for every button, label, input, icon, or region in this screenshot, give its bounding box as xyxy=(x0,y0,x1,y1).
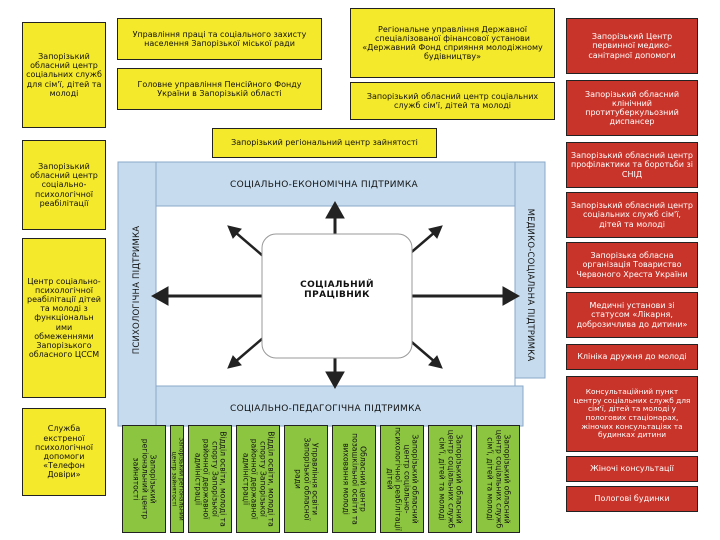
label-medico-social: МЕДИКО-СОЦІАЛЬНА ПІДТРИМКА xyxy=(525,208,535,362)
arrow-diag-tr-icon xyxy=(428,225,443,239)
left-box-2: Запорізький обласний центр соціально-пси… xyxy=(22,140,106,230)
right-box-10: Пологові будинки xyxy=(566,486,698,512)
right-box-4: Запорізький обласний центр соціальних сл… xyxy=(566,192,698,238)
bottom-box-9-text: Запорізький обласний центр соціальних сл… xyxy=(485,429,512,529)
right-box-1: Запорізький Центр первинної медико-саніт… xyxy=(566,18,698,74)
frame-bottom-band xyxy=(117,385,524,427)
top-center-box-2: Головне управління Пенсійного Фонду Укра… xyxy=(117,68,322,110)
bottom-box-4-text: Відділ освіти, молоді та спорту Запорізь… xyxy=(241,431,276,527)
right-box-9: Жіночі консультації xyxy=(566,456,698,482)
bottom-box-4: Відділ освіти, молоді та спорту Запорізь… xyxy=(236,425,280,533)
bottom-box-6-text: Обласний центр позашкільної освіти та ви… xyxy=(341,433,368,525)
right-box-3: Запорізький обласний центр профілактики … xyxy=(566,142,698,188)
left-box-4: Служба екстреної психологічної допомоги … xyxy=(22,408,106,496)
bottom-box-6: Обласний центр позашкільної освіти та ви… xyxy=(332,425,376,533)
right-box-5: Запорізька обласна організація Товариств… xyxy=(566,242,698,288)
frame-right-band xyxy=(514,161,546,379)
label-socio-economic: СОЦІАЛЬНО-ЕКОНОМІЧНА ПІДТРИМКА xyxy=(230,180,419,190)
left-box-1: Запорізький обласний центр соціальних сл… xyxy=(22,22,106,128)
right-box-6: Медичні установи зі статусом «Лікарня, д… xyxy=(566,292,698,338)
left-box-3: Центр соціально-психологічної реабілітац… xyxy=(22,238,106,398)
center-card xyxy=(261,233,413,359)
bottom-box-2: Запорізький регіональний центр зайнятост… xyxy=(170,425,184,533)
bottom-box-2-text: Запорізький регіональний центр зайнятост… xyxy=(171,437,184,521)
center-title: СОЦІАЛЬНИЙ ПРАЦІВНИК xyxy=(300,279,374,300)
bottom-box-1: Запорізький регіональний центр зайнятост… xyxy=(122,425,166,533)
label-psychological: ПСИХОЛОГІЧНА ПІДТРИМКА xyxy=(132,225,142,355)
right-box-2: Запорізький обласний клінічний протитубе… xyxy=(566,80,698,136)
bottom-box-8: Запорізький обласний центр соціальних сл… xyxy=(428,425,472,533)
bottom-box-1-text: Запорізький регіональний центр зайнятост… xyxy=(131,438,158,520)
arrow-left-icon xyxy=(150,286,169,306)
label-socio-pedagogical: СОЦІАЛЬНО-ПЕДАГОГІЧНА ПІДТРИМКА xyxy=(230,404,422,414)
top-right-box-2: Запорізький обласний центр соціальних сл… xyxy=(350,82,555,120)
top-right-box-1: Регіональне управління Державної спеціал… xyxy=(350,8,555,78)
arrow-up-icon xyxy=(325,200,345,219)
bottom-box-8-text: Запорізький обласний центр соціальних сл… xyxy=(437,429,464,529)
arrow-diag-br-icon xyxy=(428,355,443,369)
arrow-right-icon xyxy=(502,286,521,306)
bottom-box-7-text: Запорізький обласний центр соціально-пси… xyxy=(385,427,420,531)
bottom-box-3-text: Відділ освіти, молоді та спорту Запорізь… xyxy=(193,431,228,527)
bottom-box-5-text: Управління освіти Запорізької обласної р… xyxy=(293,437,320,521)
arrow-diag-bl-icon xyxy=(227,355,242,369)
arrow-down-icon xyxy=(325,371,345,390)
bottom-box-5: Управління освіти Запорізької обласної р… xyxy=(284,425,328,533)
right-box-7: Клініка дружня до молоді xyxy=(566,344,698,370)
arrow-diag-tl-icon xyxy=(227,225,242,239)
top-center-box-1: Управління праці та соціального захисту … xyxy=(117,18,322,60)
frame-top-band xyxy=(117,161,524,207)
bottom-box-3: Відділ освіти, молоді та спорту Запорізь… xyxy=(188,425,232,533)
bottom-box-9: Запорізький обласний центр соціальних сл… xyxy=(476,425,520,533)
right-box-8: Консультаційний пункт центру соціальних … xyxy=(566,376,698,452)
bottom-box-7: Запорізький обласний центр соціально-пси… xyxy=(380,425,424,533)
frame-left-band xyxy=(117,161,157,427)
employment-center-box: Запорізький регіональний центр зайнятост… xyxy=(212,128,437,158)
